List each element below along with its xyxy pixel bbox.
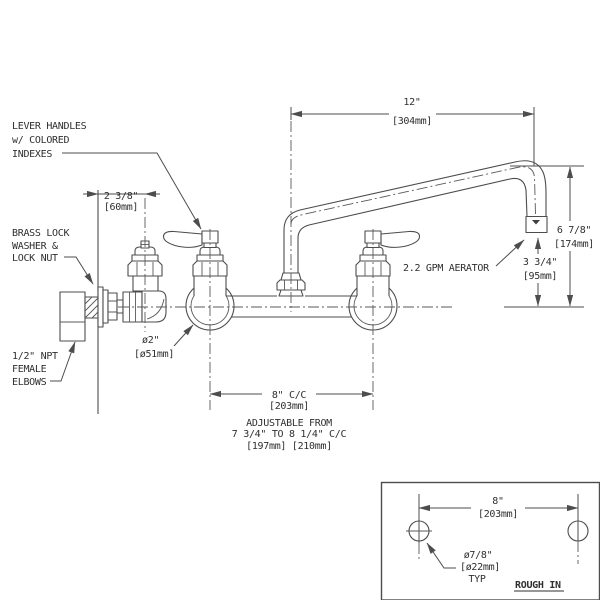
- label-flange-dia-mm: [ø51mm]: [134, 349, 174, 360]
- note-adjustable-3: [197mm] [210mm]: [246, 441, 332, 452]
- lock-nut: [107, 292, 118, 321]
- label-brass-lock-1: BRASS LOCK: [12, 228, 69, 239]
- label-aerator: 2.2 GPM AERATOR: [403, 263, 490, 274]
- right-valve-neck: [356, 276, 390, 296]
- inset-hole-typ: TYP: [468, 574, 485, 585]
- label-lever-handles-1: LEVER HANDLES: [12, 121, 87, 132]
- lock-washer-2: [102, 289, 109, 324]
- inset-hole-dia-mm: [ø22mm]: [460, 562, 500, 573]
- rough-in-hole-right: [567, 520, 589, 542]
- dimensions: 12" [304mm] 2 3/8" [60mm] 6 7/8" [174mm]…: [83, 97, 594, 452]
- callouts: LEVER HANDLES w/ COLORED INDEXES BRASS L…: [12, 121, 525, 388]
- leader-hole-dia: [426, 542, 456, 569]
- leader-lever-handles: [62, 152, 202, 230]
- left-valve-neck: [193, 276, 227, 296]
- spout-centerline: [290, 166, 536, 225]
- dim-spout-height-in: 6 7/8": [557, 225, 591, 236]
- label-flange-dia-in: ø2": [142, 335, 159, 346]
- pipe-section: [116, 299, 124, 314]
- note-adjustable-2: 7 3/4" TO 8 1/4" C/C: [232, 429, 347, 440]
- dim-centers-in: 8" C/C: [272, 390, 307, 401]
- leader-brass-lock: [64, 256, 94, 285]
- label-brass-lock-2: WASHER &: [12, 241, 58, 252]
- side-view-inlet-assembly: [59, 190, 167, 414]
- inlet-elbow: [141, 290, 167, 323]
- dim-centers-mm: [203mm]: [269, 401, 309, 412]
- inset-dim-in: 8": [492, 496, 503, 507]
- swing-spout: [283, 160, 547, 274]
- faucet-body: [226, 295, 357, 318]
- label-brass-lock-3: LOCK NUT: [12, 253, 58, 264]
- inset-title: ROUGH IN: [515, 580, 561, 591]
- dim-wall-center-in: 2 3/8": [104, 191, 138, 202]
- aerator-outlet-mark: [532, 220, 540, 225]
- dim-wall-center-mm: [60mm]: [104, 202, 138, 213]
- lever-handle-left: [162, 230, 203, 248]
- valve-neck-side: [132, 275, 159, 292]
- inset-border: [380, 481, 600, 600]
- leader-aerator: [495, 239, 525, 267]
- label-lever-handles-2: w/ COLORED: [12, 135, 69, 146]
- label-npt-1: 1/2" NPT: [12, 351, 58, 362]
- dim-spout-reach-in: 12": [403, 97, 420, 108]
- dim-aerator-height-mm: [95mm]: [523, 271, 557, 282]
- note-adjustable-1: ADJUSTABLE FROM: [246, 418, 332, 429]
- front-view-faucet: [118, 121, 548, 410]
- dim-spout-height-mm: [174mm]: [554, 239, 594, 250]
- inset-hole-dia-in: ø7/8": [464, 550, 493, 561]
- label-npt-2: FEMALE: [12, 364, 47, 375]
- dim-aerator-height-in: 3 3/4": [523, 257, 557, 268]
- leader-flange-dia: [173, 324, 194, 347]
- label-npt-3: ELBOWS: [12, 377, 47, 388]
- spout-swivel-nut: [276, 279, 306, 291]
- lock-washer: [97, 286, 104, 328]
- inset-dim-mm: [203mm]: [478, 509, 518, 520]
- dim-spout-reach-mm: [304mm]: [392, 116, 432, 127]
- rough-in-inset: 8" [203mm] ø7/8" [ø22mm] TYP ROUGH IN: [380, 481, 600, 600]
- leader-npt: [50, 341, 76, 382]
- label-lever-handles-3: INDEXES: [12, 149, 52, 160]
- supply-elbow-body: [59, 291, 86, 342]
- aerator-body: [525, 215, 548, 234]
- lever-handle-right: [380, 230, 421, 248]
